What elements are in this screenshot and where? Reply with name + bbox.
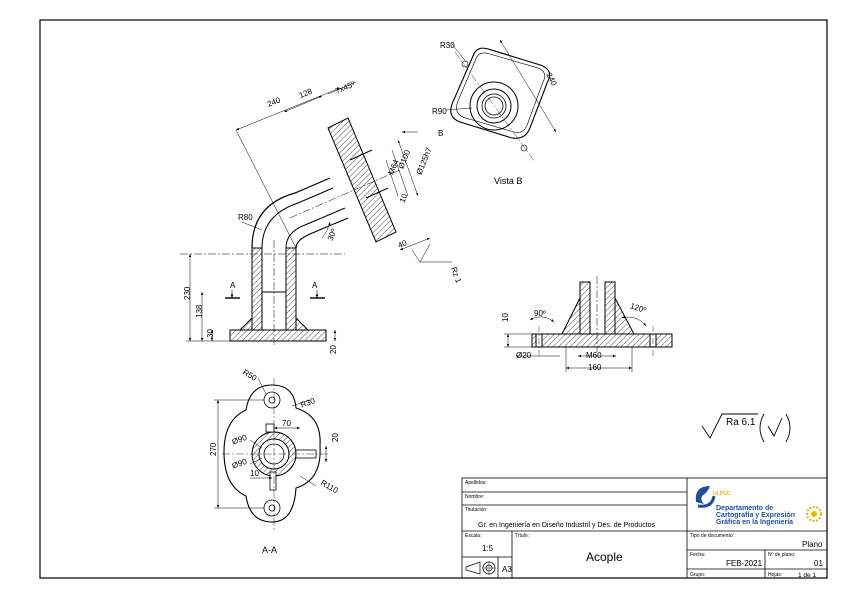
dim-30deg: 30º: [326, 228, 339, 242]
dim-240: 240: [266, 95, 282, 109]
dim-r50: R50: [241, 368, 259, 383]
section-aa-view: [214, 377, 330, 530]
format-value: A3: [502, 565, 512, 574]
plano-value: 01: [814, 559, 823, 568]
hojas-label: Hojas:: [768, 572, 782, 578]
escala-label: Escala:: [465, 533, 481, 539]
dim-160: 160: [588, 363, 602, 372]
section-aa-caption: A-A: [262, 545, 277, 555]
titulacion-label: Titulación:: [465, 507, 488, 513]
org-line3: Gráfica en la Ingeniería: [716, 519, 793, 526]
dim-10: 10: [398, 192, 410, 204]
surface-finish-symbol: [701, 413, 791, 443]
dim-chamfer: 7x45º: [334, 80, 356, 96]
section-mark-right: A: [312, 281, 318, 290]
dim-120deg: 120º: [629, 301, 647, 315]
org-abbr: ULPGC: [713, 491, 731, 497]
org-line2: Cartografía y Expresión: [716, 512, 795, 519]
dim-dia20: Ø20: [516, 351, 532, 360]
dim-dia100: Ø100: [396, 148, 412, 170]
dim-40: 40: [397, 238, 409, 250]
roughness-ra: Ra 6.1: [726, 417, 756, 428]
dim-r90: R90: [432, 107, 447, 116]
roughness-rz: Rz 1: [449, 266, 463, 285]
outer-frame: [39, 19, 828, 579]
dim-70: 70: [282, 419, 291, 428]
dim-dia90-a: Ø90: [231, 433, 249, 447]
nombre-label: Nombre:: [465, 494, 484, 500]
dim-m60: M60: [586, 351, 602, 360]
fecha-value: FEB-2021: [726, 559, 763, 568]
hojas-value: 1 de 1: [798, 572, 816, 579]
dim-dia90-b: Ø90: [231, 457, 249, 471]
titulo-label: Título:: [515, 533, 529, 539]
title-block: [461, 477, 828, 579]
tipo-value: Plano: [802, 540, 823, 549]
dim-128: 128: [298, 87, 314, 101]
title-block-texts: Apellidos: Nombre: Titulación: Gr. en In…: [465, 480, 823, 579]
dim-dia125: Ø125h7: [415, 146, 434, 176]
dim-138: 138: [195, 304, 204, 318]
plano-label: Nº de plano:: [768, 552, 795, 558]
dim-20: 20: [329, 345, 338, 354]
side-section-view: [504, 276, 673, 372]
org-line1: Departamento de: [716, 505, 773, 512]
dim-270: 270: [209, 442, 218, 456]
escala-value: 1:5: [482, 544, 494, 553]
dim-r110: R110: [319, 478, 340, 495]
dim-r30-b: R30: [440, 41, 455, 50]
dim-20-aa: 20: [331, 433, 340, 442]
apellidos-label: Apellidos:: [465, 480, 487, 486]
main-section-view: [180, 81, 452, 345]
tipo-label: Tipo de documento:: [690, 533, 734, 539]
titulo-value: Acople: [586, 550, 623, 564]
vista-b-view: [445, 39, 557, 163]
titulacion-value: Gr. en Ingeniería en Diseño Industril y …: [478, 522, 656, 529]
dim-r80: R80: [238, 213, 253, 222]
vista-b-caption: Vista B: [494, 176, 522, 186]
dim-30: 30: [206, 329, 215, 338]
view-b-arrow-label: B: [438, 129, 443, 138]
ulpgc-logo: [695, 486, 822, 522]
dim-230: 230: [183, 286, 192, 300]
fecha-label: Fecha:: [690, 552, 705, 558]
grupo-label: Grupo:: [690, 572, 705, 578]
dim-10-aa: 10: [250, 469, 259, 478]
dim-90deg: 90º: [534, 309, 546, 318]
dim-10-side: 10: [501, 313, 510, 322]
side-view-dimensions: 10 90º 120º Ø20 M60 160: [501, 301, 647, 372]
dim-r30-aa: R30: [299, 396, 316, 410]
section-mark-left: A: [230, 281, 236, 290]
